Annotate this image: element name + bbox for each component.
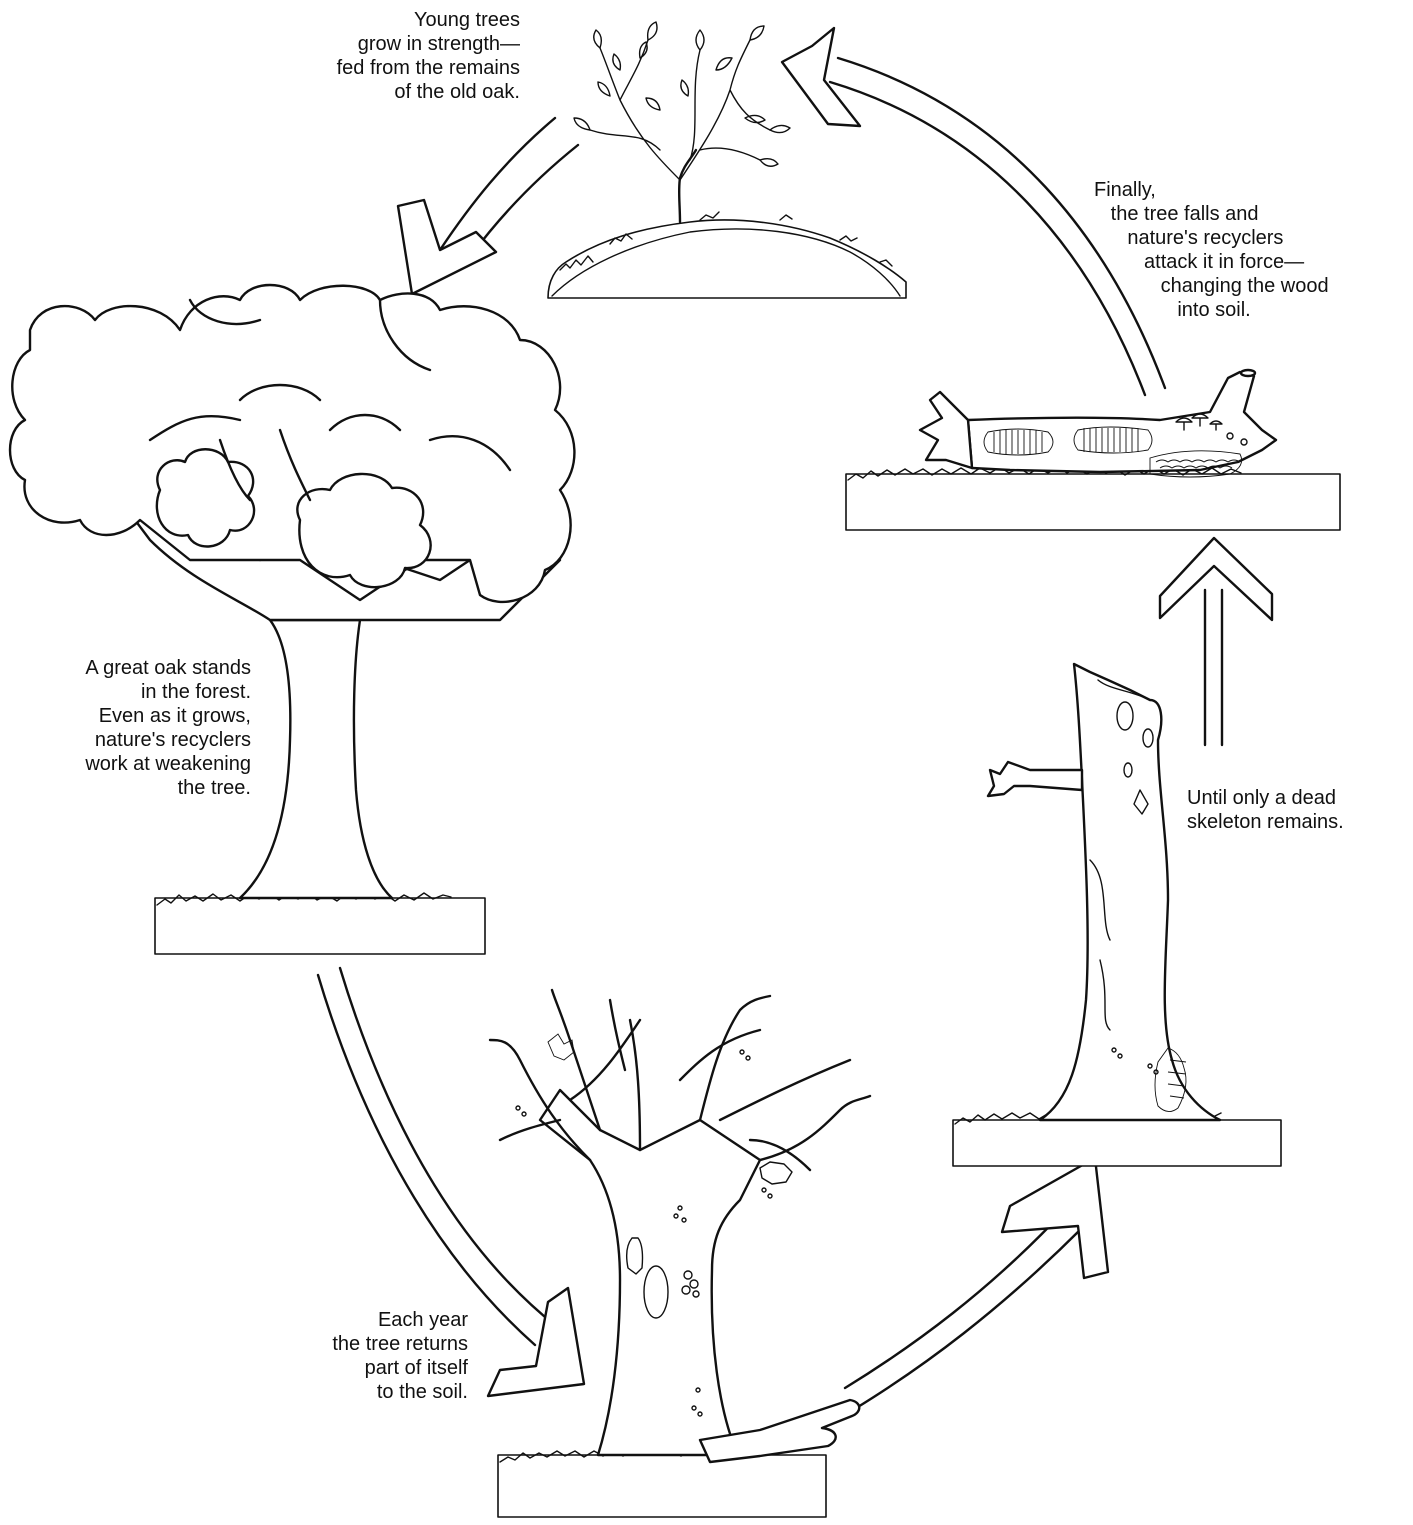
arrow-young-to-oak [398, 118, 578, 294]
caption-each-year: Each year the tree returns part of itsel… [332, 1308, 468, 1404]
great-oak-stage [10, 285, 574, 954]
caption-dead-skeleton: Until only a dead skeleton remains. [1187, 786, 1344, 834]
arrow-bare-to-skeleton [845, 1158, 1108, 1410]
dead-skeleton-stage [953, 664, 1281, 1166]
fallen-log-stage [846, 370, 1340, 530]
caption-young-trees: Young trees grow in strength— fed from t… [337, 8, 520, 104]
caption-great-oak: A great oak stands in the forest. Even a… [85, 656, 251, 800]
bare-tree-stage [490, 990, 870, 1517]
caption-finally: Finally, the tree falls and nature's rec… [1094, 178, 1329, 322]
arrow-skeleton-to-log [1160, 538, 1272, 745]
